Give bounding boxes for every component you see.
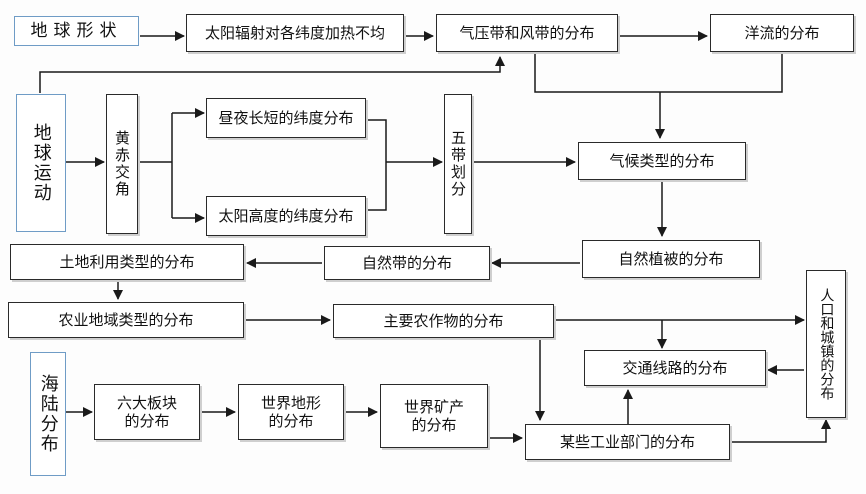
- node-population-city: 人口和城镇的分布: [806, 270, 846, 418]
- node-ocean-current: 洋流的分布: [710, 14, 854, 52]
- arrow-industry-to-population: [730, 419, 831, 443]
- node-main-crops: 主要农作物的分布: [333, 304, 554, 338]
- node-obliquity: 黄赤交角: [106, 94, 138, 234]
- node-climate-types: 气候类型的分布: [578, 142, 746, 180]
- line-ocean-down: [660, 53, 783, 93]
- node-earth-shape: 地球形状: [14, 16, 139, 46]
- line-daylength-out: [366, 119, 387, 162]
- node-natural-belt: 自然带的分布: [324, 246, 490, 280]
- node-earth-motion: 地球运动: [16, 94, 66, 232]
- line-pressure-down: [534, 53, 660, 93]
- node-five-zones: 五带划分: [444, 94, 472, 234]
- node-pressure-wind: 气压带和风带的分布: [436, 14, 618, 52]
- line-sunheight-out: [366, 162, 387, 211]
- node-sun-height: 太阳高度的纬度分布: [206, 196, 366, 236]
- node-day-length: 昼夜长短的纬度分布: [206, 98, 366, 138]
- node-industry: 某些工业部门的分布: [525, 424, 730, 460]
- node-solar-uneven: 太阳辐射对各纬度加热不均: [186, 14, 404, 52]
- node-land-sea: 海陆分布: [30, 352, 66, 476]
- node-six-plates: 六大板块 的分布: [94, 384, 200, 440]
- node-world-minerals: 世界矿产 的分布: [380, 384, 488, 448]
- node-world-terrain: 世界地形 的分布: [238, 384, 344, 440]
- node-natural-veg: 自然植被的分布: [582, 240, 760, 278]
- node-land-use: 土地利用类型的分布: [10, 244, 244, 280]
- node-agri-region: 农业地域类型的分布: [8, 302, 244, 338]
- node-transport: 交通线路的分布: [584, 350, 766, 386]
- arrow-motion-to-pressure: [39, 56, 505, 93]
